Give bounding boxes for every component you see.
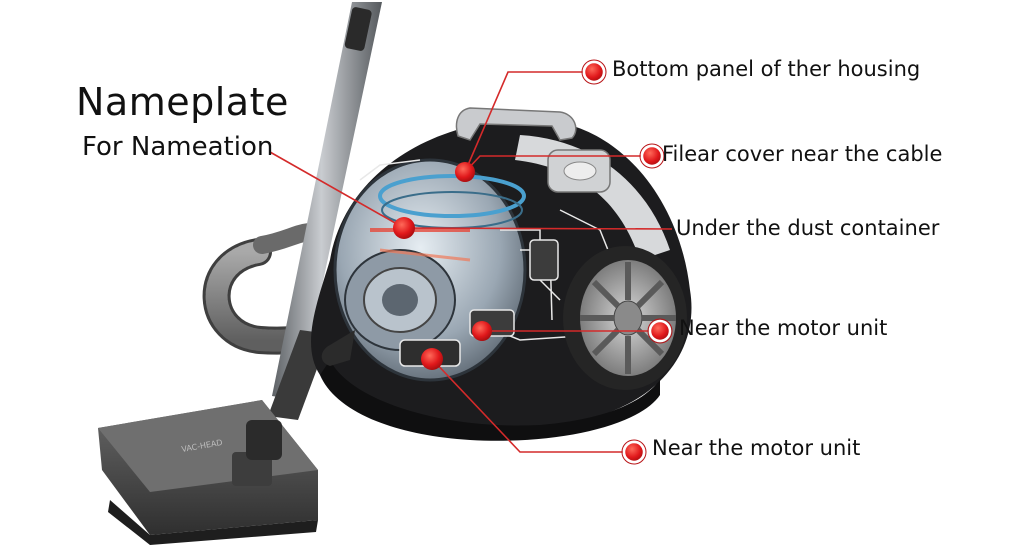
marker-dot-1 [455,162,475,182]
callout-dot-5 [622,440,646,464]
leader-line-5 [431,358,634,453]
leader-line-1 [464,71,594,173]
callout-dot-1 [582,60,606,84]
marker-dot-2 [393,217,415,239]
callout-label-4: Near the motor unit [679,316,888,340]
rear-wheel [563,246,687,390]
diagram-subtitle: For Nameation [82,132,274,162]
leader-line-3 [403,227,673,230]
callout-markers [581,59,673,465]
marker-dot-4 [421,348,443,370]
diagram-title: Nameplate [76,80,289,124]
callout-dot-2 [640,144,664,168]
inner-markers [393,162,492,370]
callout-label-5: Near the motor unit [652,436,861,460]
callout-label-1: Bottom panel of ther housing [612,57,921,81]
leader-lines [269,71,673,453]
callout-label-3: Under the dust container [676,216,940,240]
leader-line-title [269,151,405,229]
marker-dot-3 [472,321,492,341]
callout-label-2: Filear cover near the cable [662,142,943,166]
callout-dot-4 [648,319,672,343]
floor-nozzle: VAC-HEAD [98,400,318,545]
